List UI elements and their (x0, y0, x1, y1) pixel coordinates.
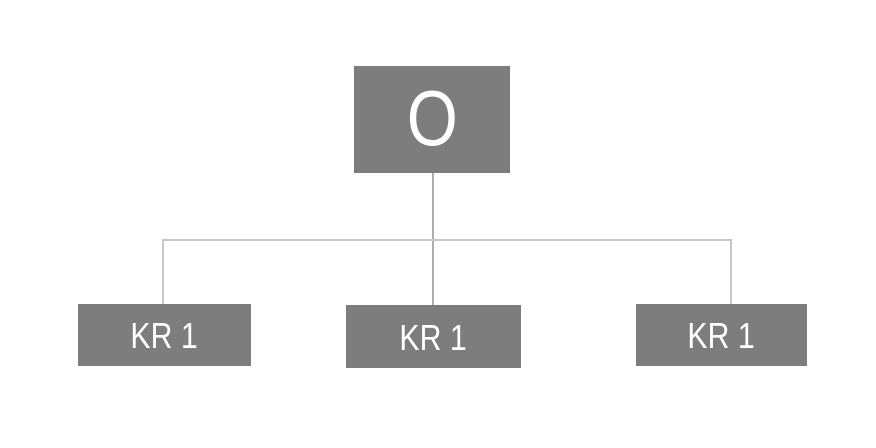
key-result-node-1-label: KR 1 (130, 315, 199, 356)
key-result-node-2: KR 1 (346, 305, 521, 368)
connector-horizontal-bracket (162, 239, 732, 241)
connector-drop-right (730, 239, 732, 304)
key-result-node-3-label: KR 1 (687, 315, 756, 356)
key-result-node-1: KR 1 (78, 304, 251, 366)
objective-node: O (354, 66, 510, 173)
objective-node-label: O (406, 73, 458, 162)
connector-drop-left (162, 239, 164, 304)
key-result-node-2-label: KR 1 (399, 316, 468, 358)
key-result-node-3: KR 1 (636, 304, 807, 366)
